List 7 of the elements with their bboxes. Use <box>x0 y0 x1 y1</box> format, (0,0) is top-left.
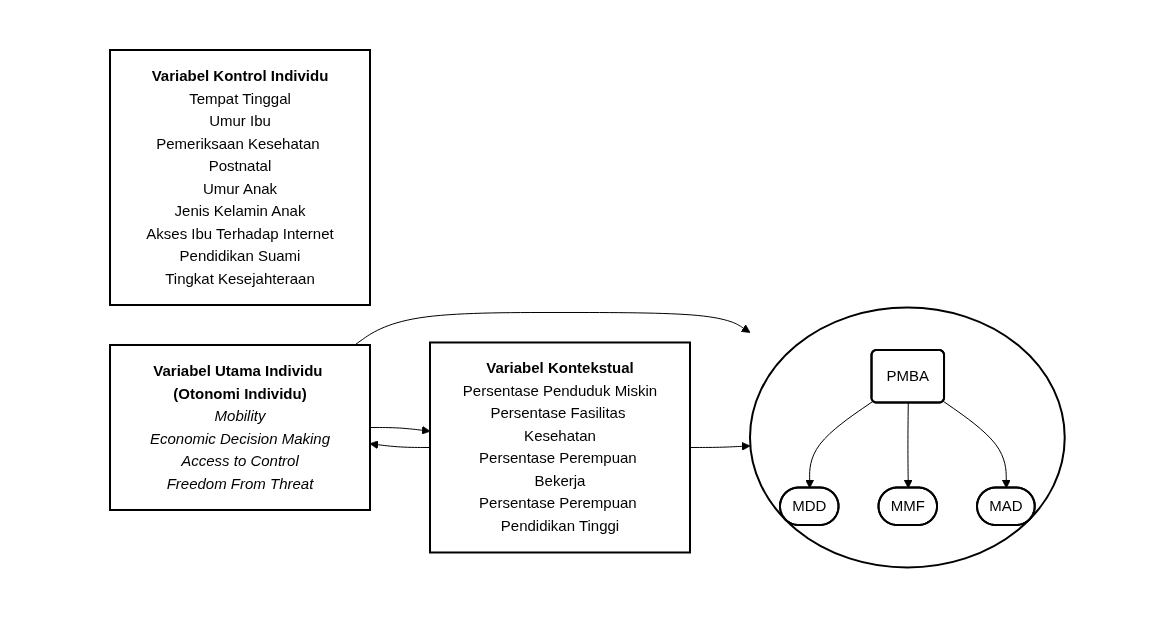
node-box <box>109 343 372 511</box>
arrow <box>903 402 913 489</box>
arrow <box>805 400 874 489</box>
node-box <box>429 341 692 554</box>
arrow <box>942 400 1011 489</box>
arrow <box>354 311 751 346</box>
node-box <box>109 48 372 306</box>
